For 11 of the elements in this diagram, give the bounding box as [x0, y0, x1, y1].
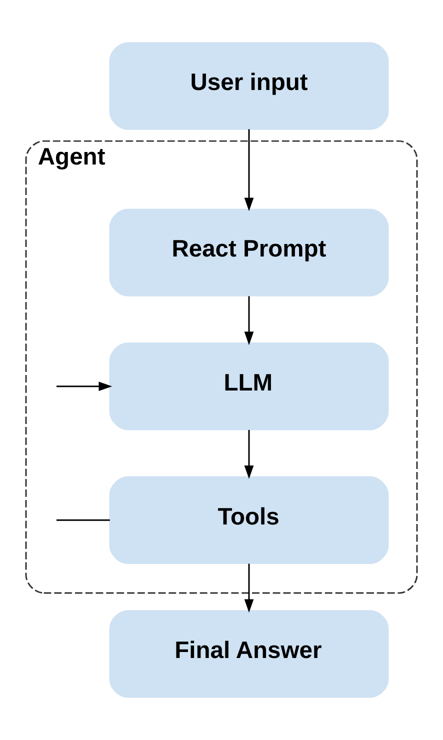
arrow: [244, 129, 254, 212]
node-box: Final Answer: [109, 610, 389, 698]
node-box: Tools: [109, 476, 389, 564]
node-box: React Prompt: [109, 208, 389, 296]
arrow: [244, 296, 254, 346]
connector: [56, 519, 110, 521]
arrow: [244, 564, 254, 613]
node-box: User input: [109, 42, 389, 130]
node-box: LLM: [109, 342, 389, 430]
arrow: [56, 382, 112, 392]
arrow: [244, 430, 254, 479]
